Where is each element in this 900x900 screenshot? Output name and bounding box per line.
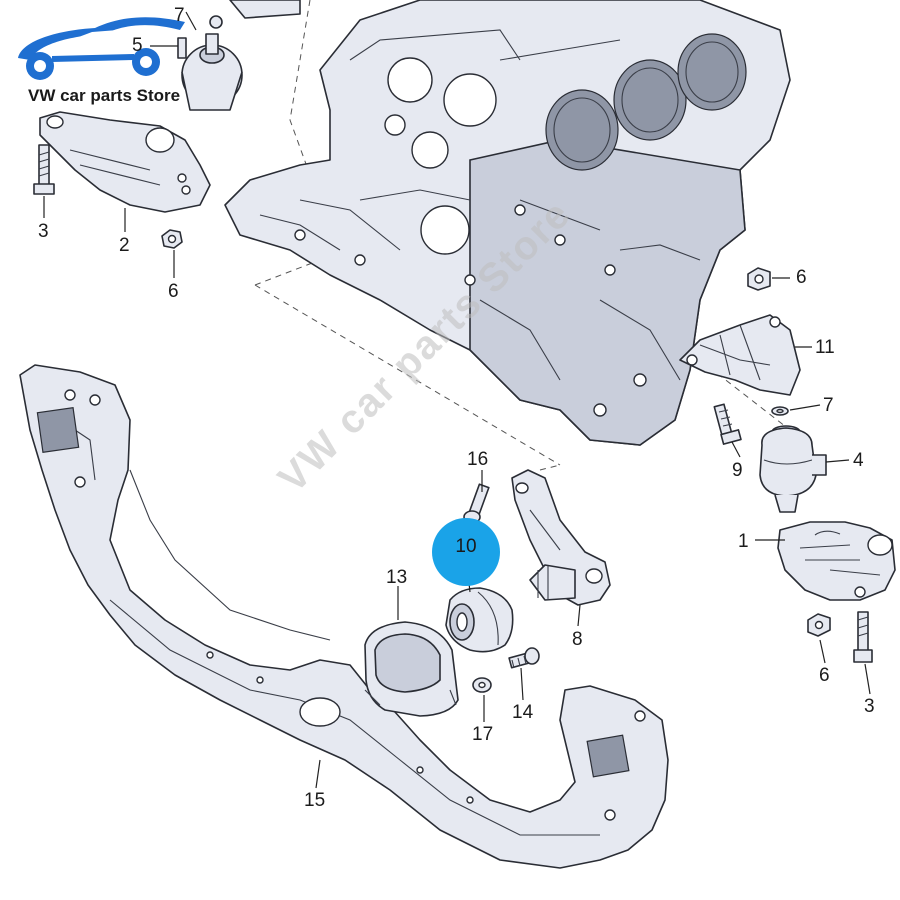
guide-line xyxy=(254,259,321,286)
mount-bracket-8 xyxy=(511,469,611,606)
callout-number-14: 14 xyxy=(512,702,534,723)
right-mount-bracket-1 xyxy=(777,521,896,601)
callout-number-7: 7 xyxy=(823,395,834,416)
left-engine-mount xyxy=(177,0,301,111)
callout-number-5: 5 xyxy=(132,35,143,56)
callout-number-17: 17 xyxy=(472,724,494,745)
bolt-9 xyxy=(713,403,742,445)
callout-number-2: 2 xyxy=(119,235,130,256)
car-wrench-logo-icon xyxy=(18,17,185,80)
guide-line xyxy=(699,359,791,431)
callout-number-6: 6 xyxy=(819,665,830,686)
bolt-3-right xyxy=(853,611,873,663)
callout-number-9: 9 xyxy=(732,460,743,481)
left-mount-bracket xyxy=(39,111,211,213)
callout-number-3: 3 xyxy=(864,696,875,717)
nut-6-right-top xyxy=(747,267,771,291)
subframe-crossmember xyxy=(19,364,669,869)
right-mount-bracket-11 xyxy=(679,314,801,396)
rubber-bushing-10 xyxy=(445,587,514,653)
store-name: VW car parts Store xyxy=(28,86,181,105)
callout-number-6: 6 xyxy=(796,267,807,288)
bolt-3-left xyxy=(33,144,55,195)
callout-number-1: 1 xyxy=(738,531,749,552)
transmission-mount-13 xyxy=(364,621,459,717)
callout-number-3: 3 xyxy=(38,221,49,242)
callout-number-13: 13 xyxy=(386,567,408,588)
engine-block xyxy=(224,0,791,446)
washer-17 xyxy=(472,677,492,693)
callout-number-15: 15 xyxy=(304,790,326,811)
callout-number-8: 8 xyxy=(572,629,583,650)
nut-6-right-bottom xyxy=(807,613,831,637)
guide-line xyxy=(539,464,561,471)
callout-number-4: 4 xyxy=(853,450,864,471)
nut-6-left xyxy=(161,229,183,249)
callout-number-10: 10 xyxy=(455,536,477,557)
guide-line xyxy=(254,284,561,466)
right-engine-mount-4 xyxy=(759,425,827,513)
highlighted-part-marker xyxy=(432,518,500,586)
callout-number-16: 16 xyxy=(467,449,489,470)
washer-7-right xyxy=(771,406,789,416)
callout-number-6: 6 xyxy=(168,281,179,302)
callout-number-7: 7 xyxy=(174,5,185,26)
bolt-14 xyxy=(508,647,540,669)
callout-number-11: 11 xyxy=(815,337,835,358)
